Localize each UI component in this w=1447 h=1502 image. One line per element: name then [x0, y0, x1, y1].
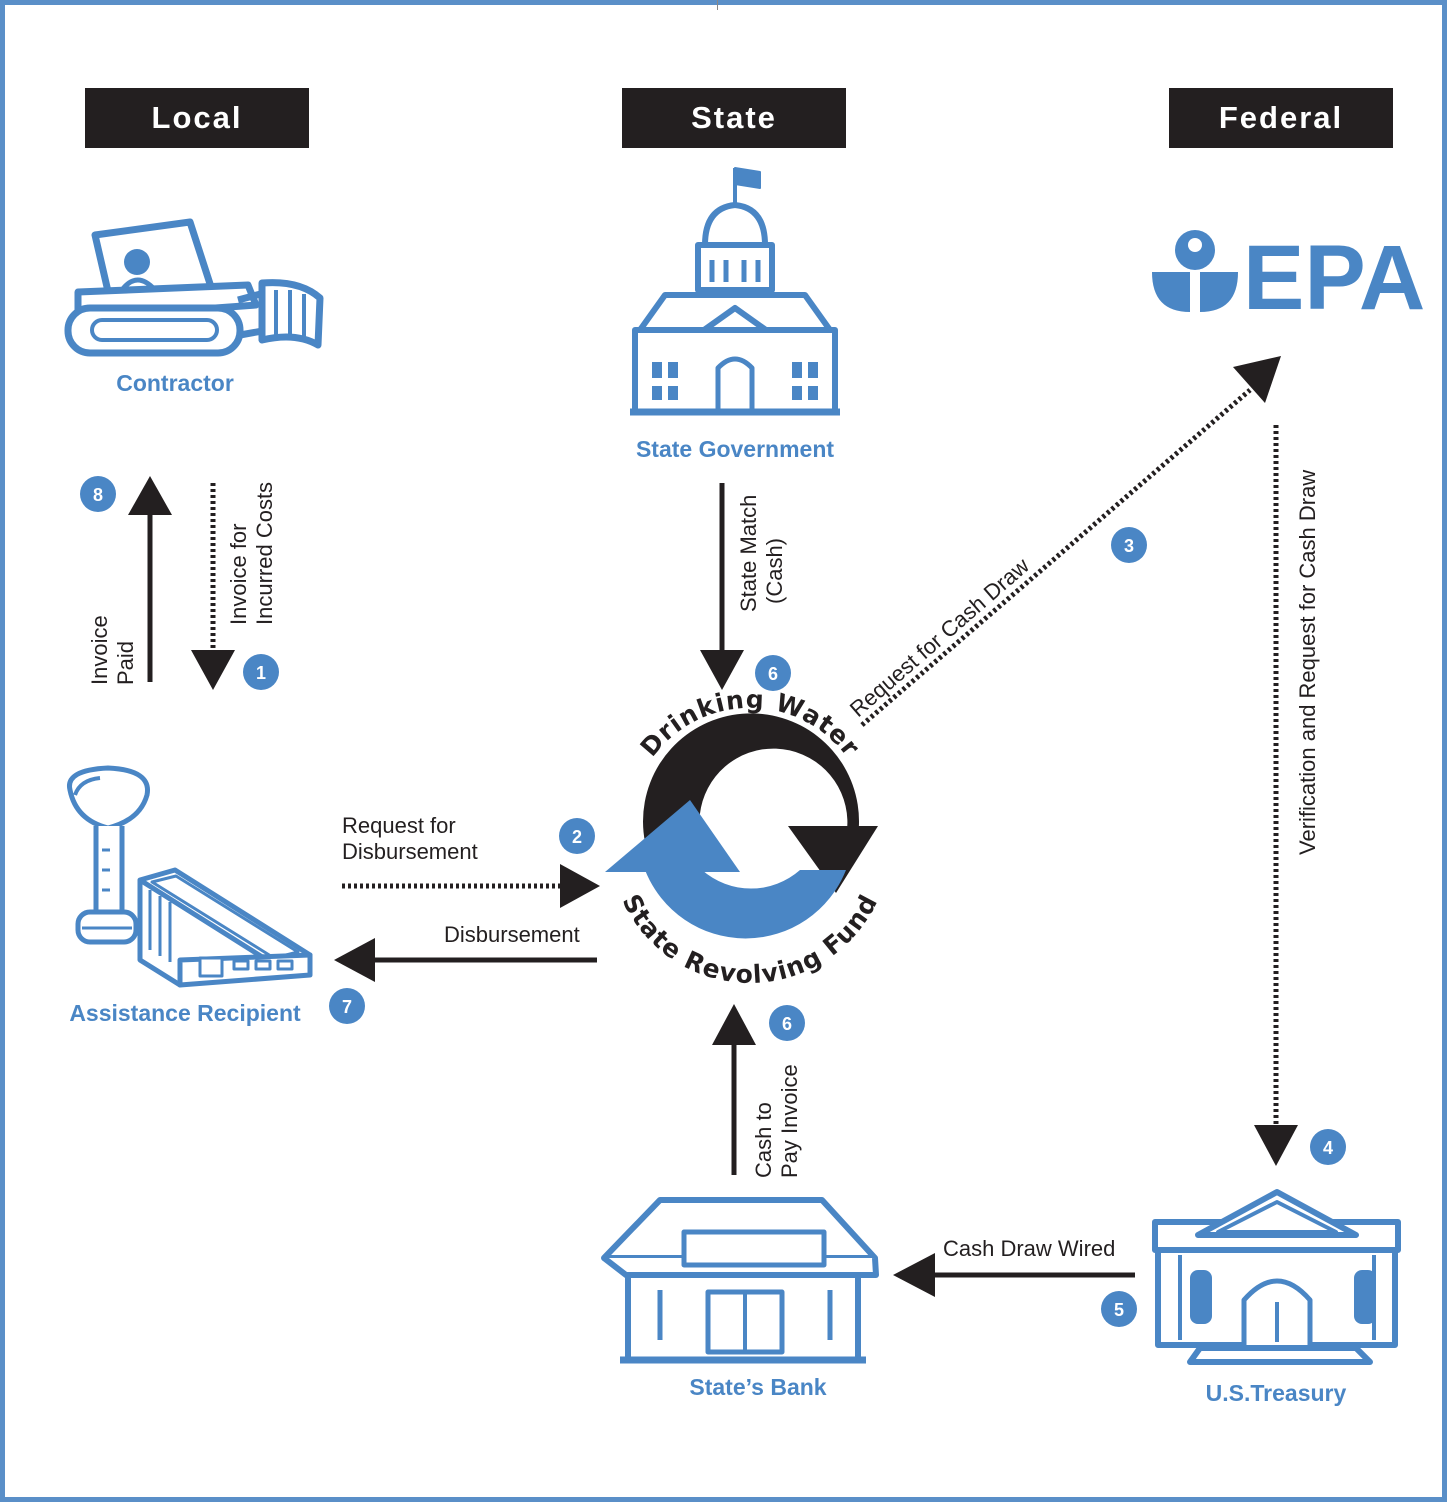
divider-tick [717, 0, 718, 10]
step-badge-7: 7 [329, 988, 365, 1024]
arrowhead-request-cash-draw [1233, 356, 1281, 403]
svg-text:4: 4 [1323, 1138, 1333, 1158]
bank-building-icon [601, 1197, 879, 1364]
water-tower-icon [67, 765, 150, 945]
level-header-state: State [622, 88, 846, 148]
contractor-label: Contractor [116, 370, 234, 396]
epa-logo-text: EPA [1243, 227, 1425, 329]
label-state-match: State Match (Cash) [736, 488, 787, 612]
svg-text:1: 1 [256, 663, 266, 683]
level-header-local: Local [85, 88, 309, 148]
label-invoice-paid: Invoice Paid [87, 609, 138, 685]
svg-text:6: 6 [782, 1014, 792, 1034]
step-badge-1: 1 [243, 654, 279, 690]
epa-logo-icon [1152, 230, 1238, 312]
level-header-federal: Federal [1169, 88, 1393, 148]
revolving-fund-icon [605, 713, 878, 939]
bulldozer-icon [64, 218, 324, 357]
label-request-cash-draw: Request for Cash Draw [845, 553, 1034, 722]
step-badge-6a: 6 [755, 655, 791, 691]
us-treasury-label: U.S.Treasury [1206, 1380, 1347, 1406]
svg-text:7: 7 [342, 997, 352, 1017]
arrowhead-invoice-paid [128, 476, 172, 515]
arrow-request-cash-draw [860, 388, 1252, 727]
label-invoice-costs: Invoice for Incurred Costs [226, 482, 277, 625]
svg-text:3: 3 [1124, 536, 1134, 556]
svg-text:8: 8 [93, 485, 103, 505]
step-badge-5: 5 [1101, 1291, 1137, 1327]
label-disbursement: Disbursement [444, 922, 580, 947]
arrowhead-verification [1254, 1125, 1298, 1166]
step-badge-4: 4 [1310, 1129, 1346, 1165]
svg-text:5: 5 [1114, 1300, 1124, 1320]
state-government-label: State Government [636, 436, 834, 462]
states-bank-label: State’s Bank [689, 1374, 826, 1400]
label-cash-draw-wired: Cash Draw Wired [943, 1236, 1115, 1261]
label-cash-to-pay: Cash to Pay Invoice [751, 1064, 802, 1178]
arrowhead-disbursement [334, 938, 375, 982]
label-request-disbursement: Request for Disbursement [342, 813, 478, 864]
arrowhead-invoice-costs [191, 650, 235, 690]
arrowhead-request-disbursement [560, 864, 600, 908]
assistance-recipient-label: Assistance Recipient [69, 1000, 301, 1026]
arrowhead-cash-draw-wired [893, 1253, 935, 1297]
capitol-icon [630, 167, 840, 416]
svg-text:6: 6 [768, 664, 778, 684]
step-badge-2: 2 [559, 818, 595, 854]
arrowhead-cash-to-pay [712, 1004, 756, 1045]
step-badge-3: 3 [1111, 527, 1147, 563]
svg-text:2: 2 [572, 827, 582, 847]
label-verification: Verification and Request for Cash Draw [1295, 470, 1320, 855]
step-badge-8: 8 [80, 476, 116, 512]
treasury-building-icon [1152, 1189, 1401, 1365]
arrowhead-state-match [700, 650, 744, 690]
recipient-building-icon [137, 867, 313, 988]
step-badge-6b: 6 [769, 1005, 805, 1041]
